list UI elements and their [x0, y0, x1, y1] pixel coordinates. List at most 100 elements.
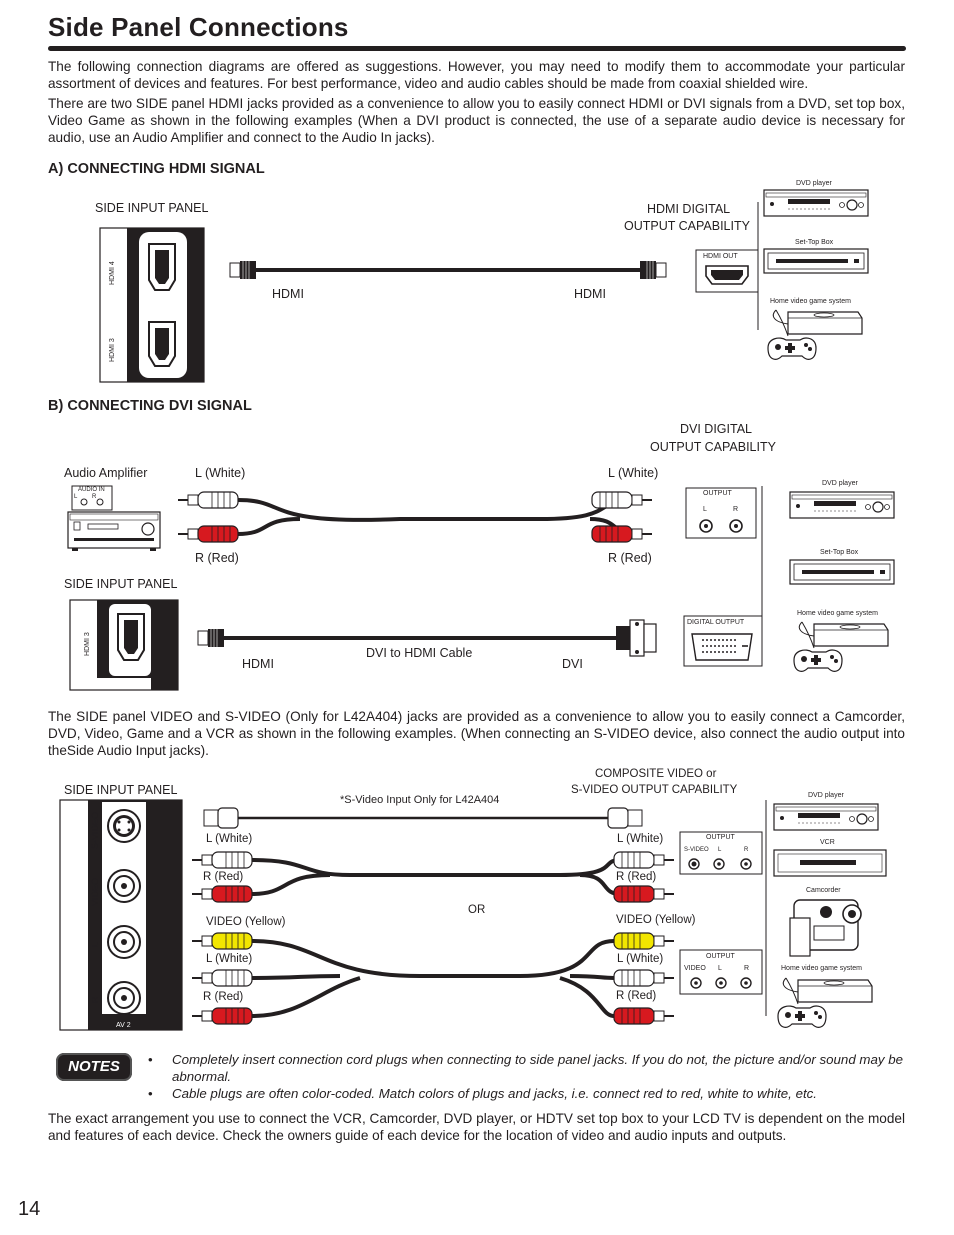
- hdmi-game-system-label: Home video game system: [770, 298, 851, 305]
- audio-amplifier-label: Audio Amplifier: [64, 466, 148, 480]
- video-output-2-l-label: L: [718, 965, 722, 972]
- dvi-to-hdmi-cable: [197, 619, 657, 657]
- video-dvd-player-label: DVD player: [808, 792, 844, 799]
- jack-svideo-label: S-VIDEO: [90, 811, 100, 849]
- dvi-plug-label: DVI: [562, 657, 583, 671]
- video-side-panel: [59, 799, 183, 1031]
- hdmi3-jack-label: HDMI 3: [109, 338, 116, 362]
- audio-amplifier-icon: [67, 485, 161, 551]
- video-output-2-label: OUTPUT: [706, 953, 735, 960]
- hdmi-out-label: HDMI OUT: [703, 253, 738, 260]
- hdmi-capability-line1: HDMI DIGITAL: [647, 202, 731, 216]
- camcorder-label: Camcorder: [806, 887, 841, 894]
- title-rule: [48, 46, 906, 51]
- note-bullet: •: [148, 1086, 153, 1101]
- dvi-set-top-box-label: Set-Top Box: [820, 549, 859, 556]
- hdmi-capability-line2: OUTPUT CAPABILITY: [624, 219, 750, 233]
- dvi-digital-output: [683, 486, 763, 667]
- note-text: Completely insert connection cord plugs …: [172, 1052, 904, 1084]
- section-a-heading: A) CONNECTING HDMI SIGNAL: [48, 161, 265, 177]
- dvi-output-r-label: R: [733, 506, 739, 513]
- dvi-dvd-player-label: DVD player: [822, 480, 858, 487]
- dvi-r-red-left-label: R (Red): [195, 551, 239, 565]
- dvi-output-l-label: L: [703, 506, 707, 513]
- video-l-white-1-left-label: L (White): [206, 833, 253, 845]
- dvi-hdmi3-jack-label: HDMI 3: [84, 632, 91, 656]
- video-output-2-r-label: R: [744, 965, 750, 972]
- dvi-game-system-icon: [793, 621, 889, 672]
- hdmi-game-system-icon: [767, 309, 863, 360]
- svideo-cable: [203, 807, 643, 829]
- video-capability-line1: COMPOSITE VIDEO or: [595, 768, 717, 780]
- hdmi-cable: [229, 260, 667, 280]
- video-output-1-r-label: R: [744, 847, 749, 853]
- av2-label: AV 2: [116, 1022, 131, 1029]
- hdmi-dvd-player-icon: [763, 189, 869, 217]
- hdmi-side-panel: [99, 227, 205, 383]
- video-l-white-1-right-label: L (White): [617, 833, 664, 845]
- video-output-1-label: OUTPUT: [706, 834, 735, 841]
- closing-paragraph: The exact arrangement you use to connect…: [48, 1111, 905, 1143]
- video-dvd-player-icon: [773, 803, 879, 831]
- dvi-set-top-box-icon: [789, 559, 895, 585]
- video-yellow-left-label: VIDEO (Yellow): [206, 916, 286, 928]
- video-output-1-l-label: L: [718, 847, 722, 853]
- dvi-output-label: OUTPUT: [703, 490, 732, 497]
- video-audio-cable-1: [191, 851, 675, 903]
- jack-l-label: L: [90, 941, 100, 947]
- video-yellow-right-label: VIDEO (Yellow): [616, 914, 696, 926]
- video-output-1-svideo-label: S-VIDEO: [684, 847, 709, 853]
- note-item-2: • Cable plugs are often color-coded. Mat…: [148, 1085, 908, 1102]
- page-number: 14: [18, 1198, 41, 1220]
- svideo-output-box: [679, 831, 763, 875]
- video-capability-line2: S-VIDEO OUTPUT CAPABILITY: [571, 784, 738, 796]
- video-r-red-1-left-label: R (Red): [203, 871, 244, 883]
- hdmi-left-plug-label: HDMI: [272, 287, 304, 301]
- video-game-system-icon: [777, 977, 873, 1028]
- dvi-r-red-right-label: R (Red): [608, 551, 652, 565]
- hdmi-set-top-box-label: Set-Top Box: [795, 239, 834, 246]
- video-output-2-video-label: VIDEO: [684, 965, 706, 972]
- video-side-input-panel-label: SIDE INPUT PANEL: [64, 783, 178, 797]
- dvi-digital-output-label: DIGITAL OUTPUT: [687, 619, 745, 626]
- video-l-white-2-right-label: L (White): [617, 953, 664, 965]
- dvi-side-input-panel-label: SIDE INPUT PANEL: [64, 577, 178, 591]
- jack-video-label: VIDEO: [90, 877, 100, 906]
- hdmi-set-top-box-icon: [763, 248, 869, 274]
- page-title: Side Panel Connections: [48, 12, 349, 42]
- dvi-hdmi-plug-label: HDMI: [242, 657, 274, 671]
- dvi-to-hdmi-cable-label: DVI to HDMI Cable: [366, 646, 473, 660]
- note-item-1: • Completely insert connection cord plug…: [148, 1051, 908, 1085]
- note-text: Cable plugs are often color-coded. Match…: [172, 1086, 818, 1101]
- intro-paragraph-2: There are two SIDE panel HDMI jacks prov…: [48, 96, 905, 145]
- audio-in-label: AUDIO IN: [78, 487, 105, 493]
- dvi-l-white-right-label: L (White): [608, 466, 659, 480]
- notes-badge: NOTES: [56, 1053, 132, 1081]
- audio-in-l-label: L: [74, 494, 78, 500]
- dvi-game-system-label: Home video game system: [797, 610, 878, 617]
- video-r-red-1-right-label: R (Red): [616, 871, 657, 883]
- hdmi-side-input-panel-label: SIDE INPUT PANEL: [95, 201, 209, 215]
- video-l-white-2-left-label: L (White): [206, 953, 253, 965]
- or-label: OR: [468, 904, 486, 916]
- composite-cable: [191, 932, 675, 1025]
- hdmi-source-output: [695, 202, 759, 330]
- hdmi-right-plug-label: HDMI: [574, 287, 606, 301]
- dvi-capability-line1: DVI DIGITAL: [680, 422, 753, 436]
- dvi-audio-output: [685, 487, 757, 539]
- composite-output-box: [679, 800, 767, 1016]
- dvi-side-panel: [69, 599, 179, 691]
- audio-in-r-label: R: [92, 494, 97, 500]
- video-intro-paragraph: The SIDE panel VIDEO and S-VIDEO (Only f…: [48, 709, 905, 758]
- jack-r-label: R: [90, 996, 100, 1004]
- video-r-red-2-left-label: R (Red): [203, 991, 244, 1003]
- dvi-capability-line2: OUTPUT CAPABILITY: [650, 440, 776, 454]
- video-game-system-label: Home video game system: [781, 965, 862, 972]
- intro-paragraph-1: The following connection diagrams are of…: [48, 59, 905, 91]
- camcorder-icon: [789, 899, 862, 957]
- vcr-label: VCR: [820, 839, 835, 846]
- hdmi-dvd-player-label: DVD player: [796, 180, 832, 187]
- video-r-red-2-right-label: R (Red): [616, 990, 657, 1002]
- vcr-icon: [773, 849, 887, 877]
